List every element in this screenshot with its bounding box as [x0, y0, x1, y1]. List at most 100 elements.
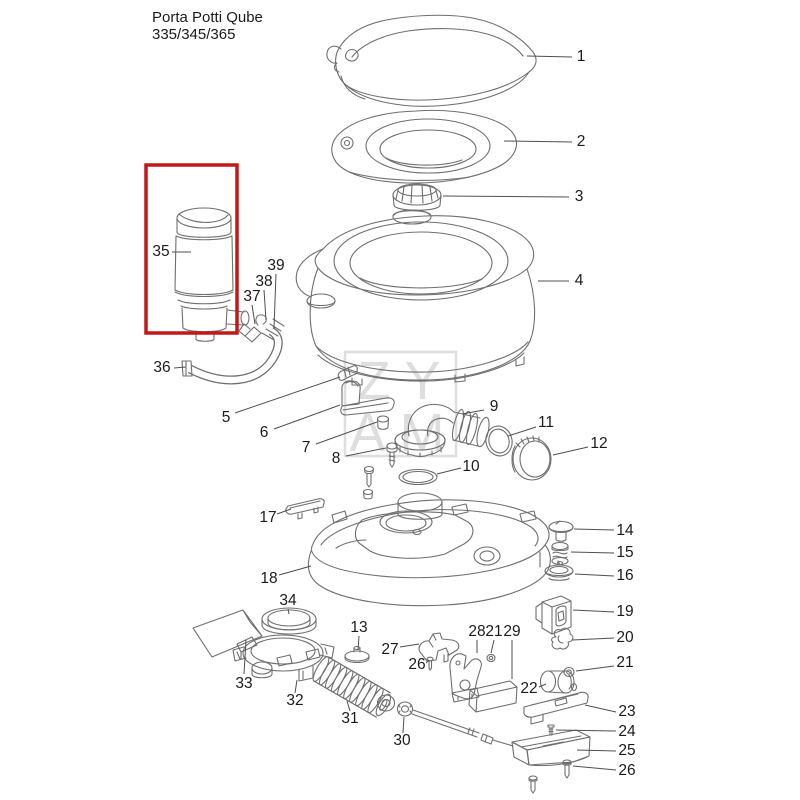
- leader-line-30: [402, 716, 405, 734]
- part-callout-8: 8: [332, 450, 341, 467]
- leader-line-21b: [490, 639, 495, 654]
- part-24-screw-drawing: [547, 724, 555, 736]
- part-callout-9: 9: [490, 398, 499, 415]
- part-callout-23: 23: [618, 703, 635, 720]
- leader-line-26b: [425, 659, 430, 664]
- leader-line-22: [538, 683, 547, 688]
- part-callout-26b: 26: [408, 656, 425, 673]
- leader-line-10: [436, 467, 462, 475]
- leader-line-37: [251, 304, 256, 325]
- part-callout-19: 19: [616, 603, 633, 620]
- part-callout-12: 12: [590, 435, 607, 452]
- part-21-nut-mid-drawing: [486, 653, 496, 663]
- part-callout-39: 39: [267, 257, 284, 274]
- part-callout-21b: 21: [485, 623, 502, 640]
- part-34-seal-drawing: [261, 607, 317, 635]
- part-10-oring-drawing: [398, 468, 438, 486]
- watermark-box: [343, 350, 458, 458]
- part-3-cap-drawing: [392, 183, 442, 211]
- leader-line-34: [287, 608, 290, 615]
- small-screw-drawing: [362, 465, 375, 500]
- part-callout-1: 1: [577, 48, 586, 65]
- part-21-nut-right-drawing: [563, 666, 575, 678]
- part-callout-27: 27: [381, 641, 398, 658]
- leader-line-31: [346, 700, 351, 712]
- part-14-button-drawing: [548, 520, 574, 542]
- part-callout-26a: 26: [618, 762, 635, 779]
- leader-line-13: [357, 635, 360, 651]
- diagram-title: Porta Potti Qube 335/345/365: [152, 9, 263, 43]
- leader-line-9: [461, 409, 485, 415]
- part-callout-14: 14: [616, 522, 634, 539]
- part-39-hose-end-drawing: [261, 318, 285, 341]
- part-7-cap-drawing: [376, 415, 390, 430]
- part-4-upper-tank-drawing: [295, 209, 536, 386]
- leader-line-36: [173, 366, 187, 369]
- part-callout-15: 15: [616, 544, 633, 561]
- part-callout-22: 22: [520, 680, 537, 697]
- leader-line-12: [552, 446, 589, 456]
- part-callout-38: 38: [255, 273, 272, 290]
- leader-line-21a: [575, 665, 615, 672]
- leader-line-20: [571, 637, 615, 641]
- leader-line-27: [399, 643, 420, 648]
- part-29-block-drawing: [468, 680, 518, 713]
- part-callout-25: 25: [618, 742, 635, 759]
- leader-line-3: [442, 195, 570, 198]
- part-18-lower-tank-drawing: [307, 492, 551, 607]
- part-25-handle-drawing: [480, 729, 591, 767]
- title-line-1: Porta Potti Qube: [152, 9, 263, 26]
- leader-line-15: [570, 551, 615, 554]
- part-23-latch-bar-drawing: [523, 691, 589, 725]
- leader-line-26a: [572, 765, 617, 771]
- part-19-switch-drawing: [535, 595, 572, 635]
- part-38-clip-drawing: [255, 314, 267, 326]
- part-33-cover-plate-drawing: [192, 609, 263, 660]
- part-callout-37: 37: [243, 288, 260, 305]
- part-callout-36: 36: [153, 359, 170, 376]
- part-callout-32: 32: [286, 692, 303, 709]
- leader-line-19: [572, 609, 615, 613]
- part-callout-35: 35: [152, 243, 169, 260]
- part-31-bellows-drawing: [312, 656, 392, 718]
- leader-line-23: [584, 704, 617, 713]
- leader-line-25: [576, 749, 617, 752]
- leader-line-6: [273, 404, 341, 430]
- part-5-pin-drawing: [337, 365, 358, 381]
- part-30-nut-drawing: [376, 694, 414, 717]
- part-callout-3: 3: [575, 188, 584, 205]
- part-callout-10: 10: [462, 458, 480, 475]
- callout-layer: 1234567891011121314151617181920212223242…: [152, 48, 636, 779]
- part-27-bracket-drawing: [418, 632, 460, 663]
- part-callout-2: 2: [577, 133, 586, 150]
- part-callout-4: 4: [575, 272, 584, 289]
- leader-line-33: [243, 639, 247, 675]
- part-callout-11: 11: [538, 414, 554, 431]
- part-9-spout-drawing: [394, 403, 490, 458]
- part-callout-18: 18: [260, 570, 277, 587]
- part-11-seal-drawing: [485, 425, 513, 457]
- part-20-clip-drawing: [551, 627, 574, 650]
- leader-line-5: [234, 376, 341, 414]
- part-16-valve-wheel-drawing: [544, 560, 574, 581]
- leader-line-8: [345, 447, 387, 457]
- part-36-hose-drawing: [181, 314, 285, 385]
- part-callout-13: 13: [350, 619, 367, 636]
- part-callout-29: 29: [503, 623, 520, 640]
- highlight-frame-part-35: [144, 163, 239, 335]
- leader-line-1: [526, 55, 573, 58]
- part-callout-24: 24: [618, 723, 636, 740]
- part-26-screw-mid-drawing: [426, 656, 434, 671]
- part-callout-20: 20: [616, 629, 634, 646]
- leader-line-11: [507, 426, 537, 437]
- part-callout-33: 33: [235, 675, 252, 692]
- leader-line-38: [263, 289, 267, 321]
- leader-line-32: [294, 679, 298, 694]
- part-callout-7: 7: [302, 439, 311, 456]
- part-26-screw-bottom-drawing: [528, 759, 572, 794]
- leader-line-24: [555, 729, 617, 732]
- part-1-lid-drawing: [326, 14, 537, 107]
- part-callout-6: 6: [260, 424, 269, 441]
- part-callout-34: 34: [279, 592, 297, 609]
